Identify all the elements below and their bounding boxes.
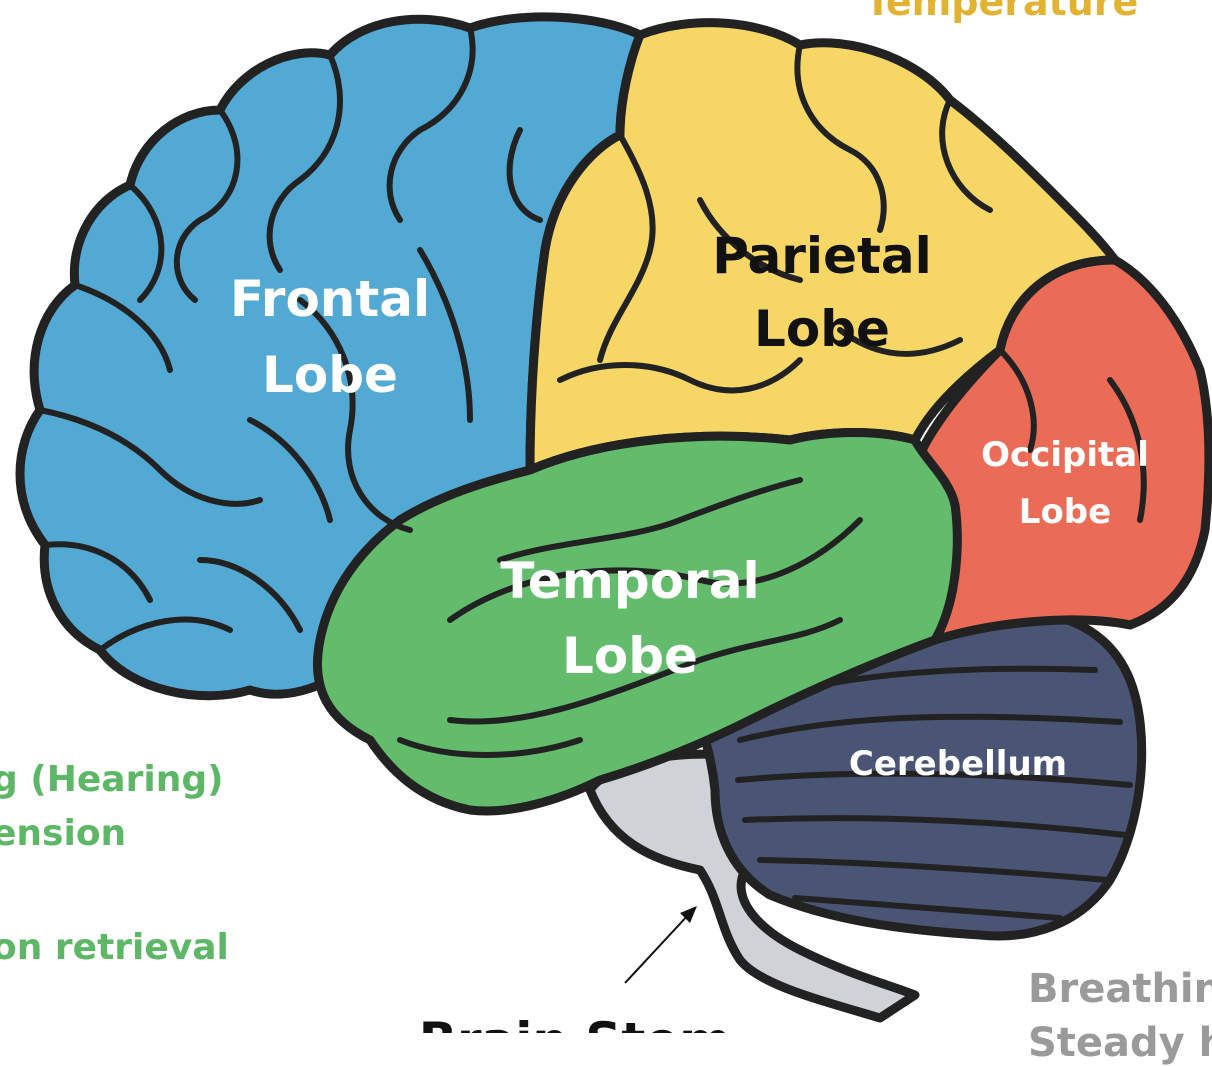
brain-diagram: Frontal Lobe Parietal Lobe Occipital Lob… bbox=[0, 0, 1212, 1033]
brainstem-function-1: Breathin bbox=[1028, 966, 1212, 1012]
temporal-function-1: g (Hearing) bbox=[0, 758, 224, 802]
brain-stem-label: Brain Stem bbox=[419, 1012, 732, 1033]
frontal-label-line2: Lobe bbox=[262, 346, 398, 404]
temporal-label-line1: Temporal bbox=[500, 552, 759, 610]
temporal-label-line2: Lobe bbox=[562, 627, 698, 685]
occipital-label-line2: Lobe bbox=[1019, 492, 1111, 532]
cerebellum-label: Cerebellum bbox=[849, 744, 1067, 784]
brain-stem-arrow bbox=[625, 906, 697, 983]
temporal-function-3: on retrieval bbox=[0, 926, 229, 970]
parietal-function-text: Temperature bbox=[865, 0, 1138, 24]
parietal-label-line1: Parietal bbox=[712, 227, 932, 285]
parietal-label-line2: Lobe bbox=[754, 300, 890, 358]
temporal-function-2: ension bbox=[0, 812, 126, 856]
brainstem-function-2: Steady h bbox=[1028, 1020, 1212, 1066]
frontal-label-line1: Frontal bbox=[230, 270, 430, 328]
occipital-label-line1: Occipital bbox=[981, 435, 1149, 475]
